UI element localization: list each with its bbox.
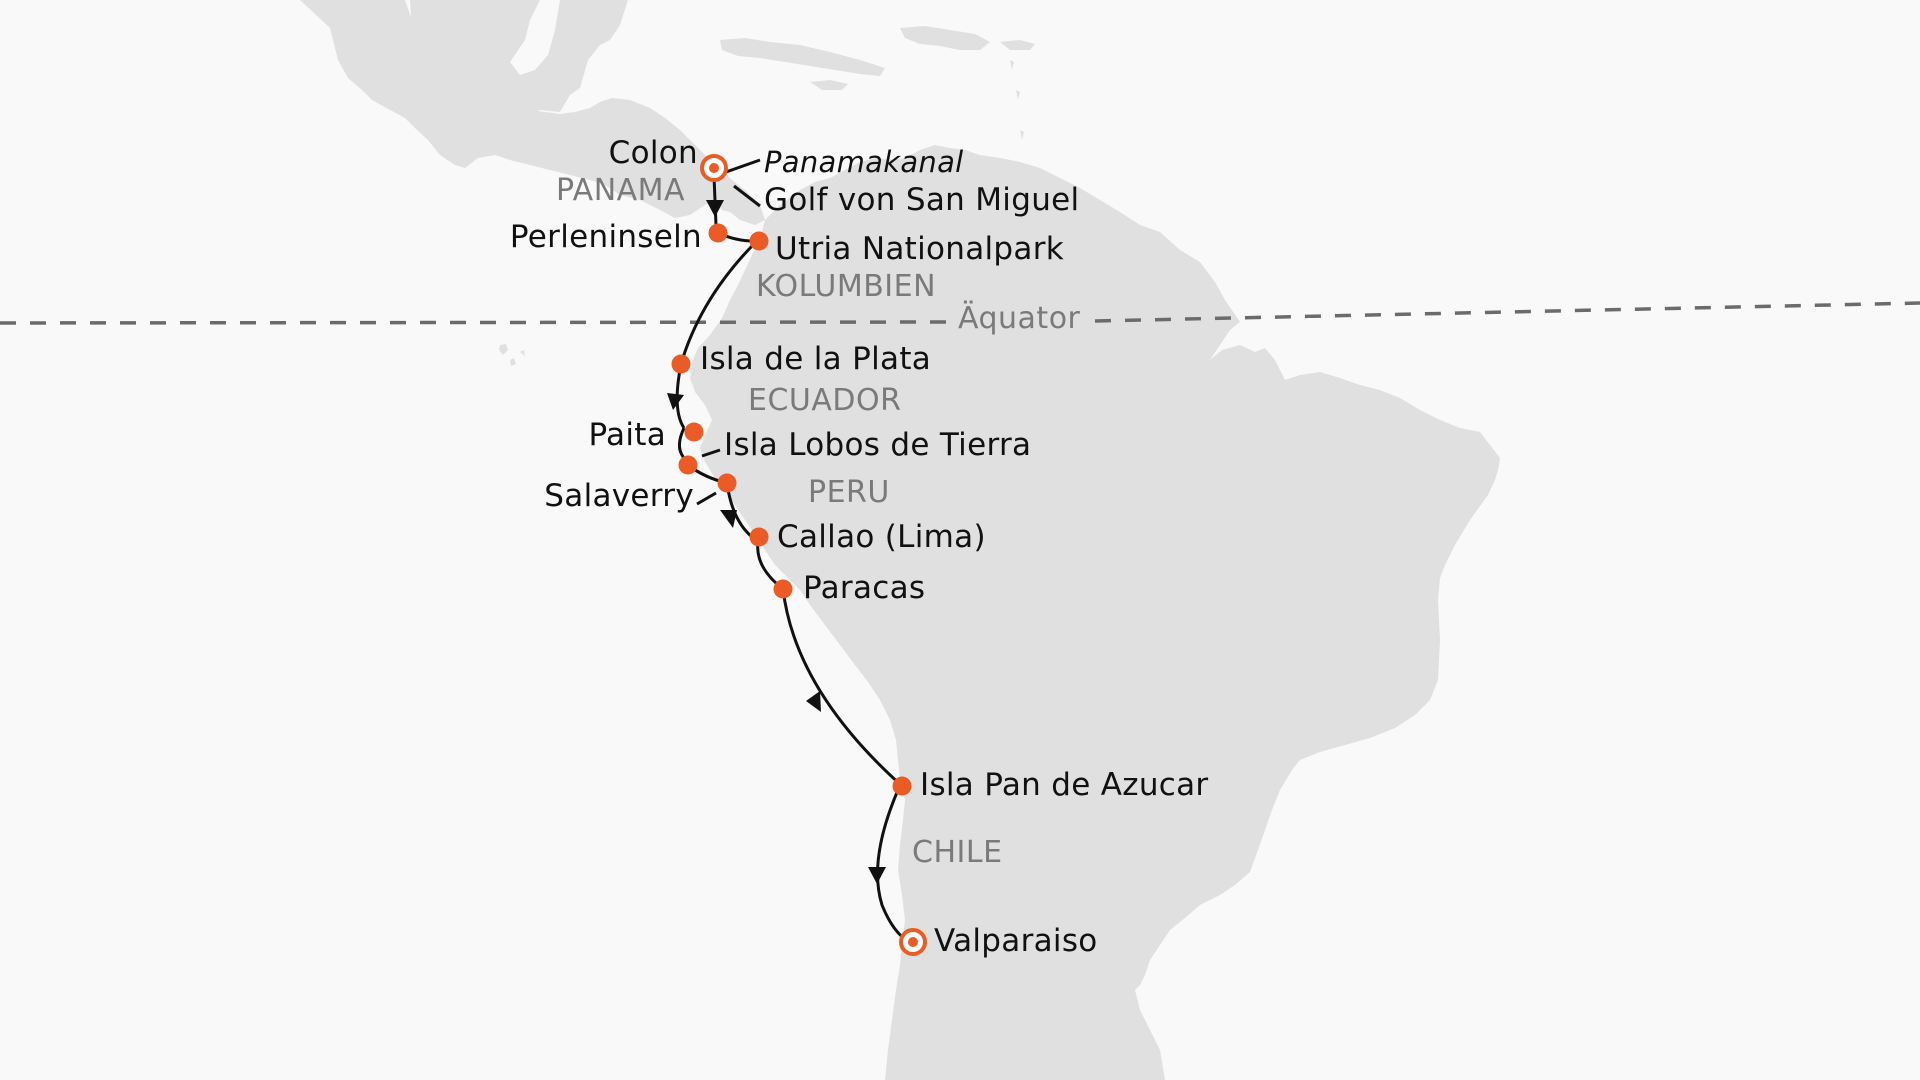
direction-arrows <box>667 200 886 884</box>
paracas-marker[interactable] <box>773 579 793 599</box>
port-label-paracas[interactable]: Paracas <box>803 570 926 606</box>
equator-line <box>0 320 951 325</box>
port-label-valparaiso[interactable]: Valparaiso <box>934 923 1098 959</box>
country-label-chile: CHILE <box>912 835 1003 870</box>
country-label-kolumbien: KOLUMBIEN <box>756 269 937 304</box>
port-label-perleninseln[interactable]: Perleninseln <box>509 219 702 255</box>
callao-marker[interactable] <box>749 527 769 547</box>
arrow-icon <box>720 510 737 528</box>
port-label-callao[interactable]: Callao (Lima) <box>777 519 986 555</box>
leader-salaverry <box>696 491 717 506</box>
land-masses <box>280 0 1500 1080</box>
paita-marker[interactable] <box>684 422 704 442</box>
salaverry-marker[interactable] <box>717 473 737 493</box>
port-label-isla-lobos-de-tierra[interactable]: Isla Lobos de Tierra <box>724 427 1032 463</box>
galapagos-land <box>499 344 525 366</box>
valparaiso-marker[interactable] <box>899 928 927 956</box>
route-paita-lobos <box>677 427 690 466</box>
port-label-colon[interactable]: Colon <box>608 135 698 171</box>
jamaica-land <box>810 80 848 90</box>
puerto-rico-land <box>1000 40 1035 50</box>
leader-lobos <box>701 448 721 458</box>
south-america-land <box>690 145 1500 1080</box>
leader-panamakanal <box>725 158 761 174</box>
central-america-land <box>280 0 765 225</box>
port-label-salaverry[interactable]: Salaverry <box>544 478 694 514</box>
perleninseln-marker[interactable] <box>708 223 728 243</box>
cuba-land <box>720 38 885 76</box>
port-label-utria-nationalpark[interactable]: Utria Nationalpark <box>775 231 1065 267</box>
route-azucar-valparaiso <box>876 789 907 942</box>
isla-de-la-plata-marker[interactable] <box>671 354 691 374</box>
route-paracas-azucar <box>781 588 904 788</box>
port-label-isla-de-la-plata[interactable]: Isla de la Plata <box>700 341 932 377</box>
route-utria-plata <box>679 244 754 365</box>
country-label-peru: PERU <box>808 475 890 510</box>
hispaniola-land <box>900 26 990 50</box>
leader-golf-san-miguel <box>733 184 761 208</box>
port-label-golf-von-san-miguel[interactable]: Golf von San Miguel <box>764 182 1080 218</box>
country-label-ecuador: ECUADOR <box>748 383 902 418</box>
port-label-panamakanal[interactable]: Panamakanal <box>764 145 964 179</box>
port-label-isla-pan-de-azucar[interactable]: Isla Pan de Azucar <box>920 767 1209 803</box>
arrow-icon <box>667 393 684 410</box>
port-label-paita[interactable]: Paita <box>588 417 666 453</box>
arrow-icon <box>868 867 886 884</box>
isla-lobos-marker[interactable] <box>678 455 698 475</box>
arrow-icon <box>706 200 724 217</box>
utria-marker[interactable] <box>749 231 769 251</box>
port-markers <box>671 154 927 956</box>
arrow-icon <box>806 691 821 712</box>
country-label-panama: PANAMA <box>556 173 686 208</box>
equator-label: Äquator <box>958 301 1081 336</box>
colon-marker[interactable] <box>700 154 728 182</box>
isla-pan-de-azucar-marker[interactable] <box>892 776 912 796</box>
